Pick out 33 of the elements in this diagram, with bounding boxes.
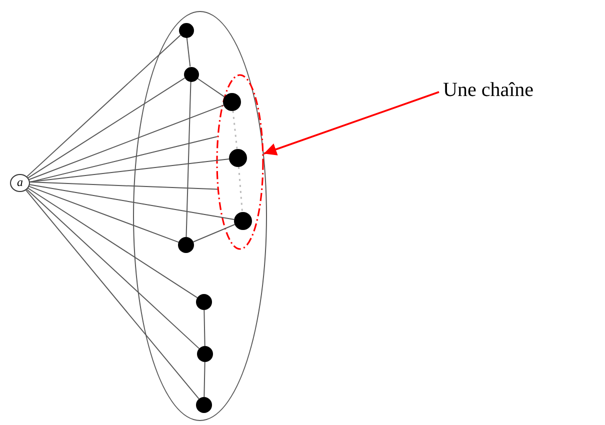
graph-vertex — [196, 397, 212, 413]
edge-line — [186, 81, 192, 238]
graph-vertex — [178, 22, 194, 38]
edge-line — [204, 362, 206, 398]
graph-vertex — [229, 149, 247, 167]
edge-line — [26, 34, 181, 178]
edge-line — [29, 184, 235, 220]
arrow — [264, 91, 440, 156]
edge-line — [26, 188, 200, 350]
vertex-label: a — [16, 175, 24, 190]
chain-highlight-ellipse — [216, 74, 264, 250]
graph-vertex — [234, 212, 252, 230]
graph-vertex — [196, 294, 212, 310]
edge-line — [28, 78, 186, 178]
graph-vertex — [223, 93, 241, 111]
graph-vertex — [184, 66, 198, 82]
vertex-circle — [10, 174, 30, 192]
edge-line — [28, 188, 198, 298]
callout-label: Une chaîne — [443, 78, 535, 103]
graph-vertex — [178, 237, 194, 253]
edge-line — [238, 166, 244, 212]
edge-line — [196, 78, 226, 98]
edge-line — [28, 186, 179, 243]
edge-line — [232, 110, 238, 150]
edge-line — [192, 224, 236, 242]
edge-line — [29, 182, 218, 190]
edge-line — [204, 310, 206, 346]
graph-vertex — [197, 346, 213, 362]
edge-line — [25, 190, 200, 400]
vertex-set-ellipse — [133, 11, 267, 421]
edge-line — [29, 158, 230, 182]
edge-line — [186, 36, 191, 68]
edge-line — [28, 104, 224, 180]
